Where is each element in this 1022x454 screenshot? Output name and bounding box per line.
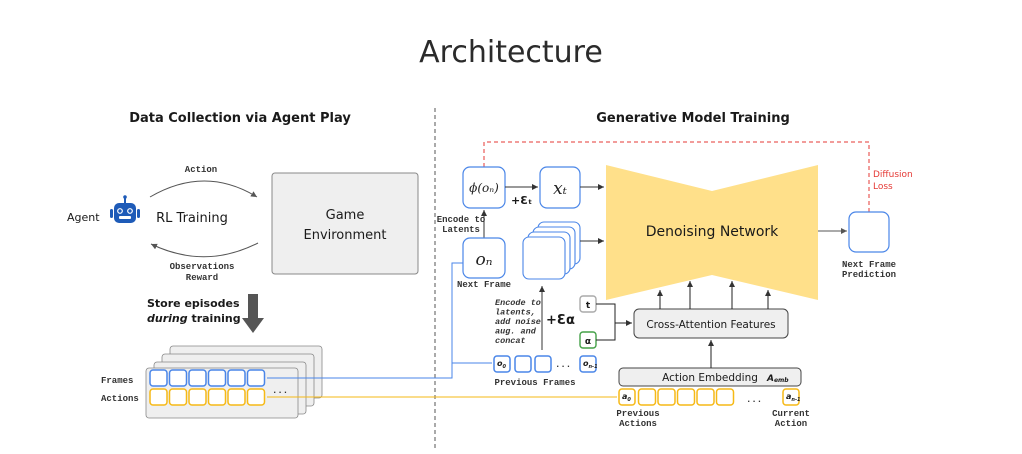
prev-frame-first-label: o0 — [497, 359, 507, 370]
action-last — [782, 388, 800, 406]
left-ellipsis: ... — [272, 386, 288, 396]
noise-t-label: +Ɛₜ — [511, 194, 532, 207]
action-arrow — [149, 180, 258, 198]
token-bracket — [596, 303, 616, 341]
agent-label: Agent — [67, 211, 100, 224]
prev-frames-ellipsis: ... — [555, 360, 571, 370]
stacked-latent-frames — [522, 221, 581, 280]
prev-frame-first — [493, 355, 511, 373]
cross-attention-label: Cross-Attention Features — [646, 319, 775, 331]
observations-label: Observations — [170, 262, 235, 272]
action-first — [618, 388, 636, 406]
left-section-heading: Data Collection via Agent Play — [129, 111, 351, 126]
action-cell — [188, 388, 207, 406]
frame-cell — [188, 369, 207, 387]
current-action-line2: Action — [775, 419, 807, 429]
action-cell — [149, 388, 168, 406]
frame-cell — [246, 369, 266, 387]
alpha-token-label: α — [585, 337, 591, 347]
action-label: Action — [185, 165, 217, 175]
prev-frame-last-label: on-1 — [583, 359, 598, 370]
prediction-line1: Next Frame — [842, 260, 896, 270]
aemb-sub: emb — [774, 377, 789, 384]
action-cell — [696, 388, 715, 406]
environment-line2: Environment — [303, 228, 386, 243]
prediction-line2: Prediction — [842, 270, 896, 280]
action-first-label: a0 — [622, 392, 631, 403]
encode-line2: Latents — [442, 225, 480, 235]
action-cell — [168, 388, 188, 406]
next-frame-label: Next Frame — [457, 280, 511, 290]
action-embedding-box — [618, 367, 802, 387]
aemb-a: A — [766, 374, 774, 384]
encode-noise-line: aug. and — [495, 327, 537, 337]
frame-cell — [149, 369, 168, 387]
on-label: oₙ — [475, 250, 492, 270]
store-line2: during training — [147, 312, 241, 325]
left-action-cells — [149, 388, 266, 406]
environment-line1: Game — [326, 208, 365, 223]
store-arrow-icon — [242, 294, 264, 333]
action-embedding-symbol: Aemb — [766, 374, 789, 384]
diffusion-line2: Loss — [873, 182, 893, 192]
t-token-label: t — [586, 301, 591, 311]
game-environment-box — [271, 172, 419, 275]
action-cell — [657, 388, 676, 406]
next-frame-prediction-box — [848, 211, 890, 253]
prev-frame-cell — [514, 355, 532, 373]
observation-arrow — [150, 242, 259, 258]
diffusion-line1: Diffusion — [873, 170, 913, 180]
rl-training-label: RL Training — [156, 211, 228, 226]
action-cell — [227, 388, 246, 406]
frames-label: Frames — [101, 376, 133, 386]
xt-label: xₜ — [553, 179, 568, 199]
actions-label: Actions — [101, 394, 139, 404]
encode-noise-line: latents, — [495, 308, 536, 318]
action-cell — [676, 388, 696, 406]
encode-noise-line: concat — [495, 336, 526, 346]
robot-icon — [110, 195, 140, 223]
action-last-label: an-1 — [786, 392, 801, 403]
encode-noise-line: add noise — [495, 317, 541, 327]
action-embedding-label: Action Embedding — [662, 372, 758, 384]
page-title: Architecture — [419, 35, 603, 70]
store-during: during — [147, 312, 188, 325]
frame-cell — [227, 369, 246, 387]
encode-noise-line: Encode to — [495, 298, 541, 308]
frame-cell — [168, 369, 188, 387]
action-cell — [246, 388, 266, 406]
previous-action-cells: a0 an-1 — [618, 388, 801, 406]
encode-line1: Encode to — [437, 215, 486, 225]
frame-cell — [207, 369, 227, 387]
store-line1: Store episodes — [147, 297, 240, 310]
previous-frame-cells: o0 on-1 — [493, 355, 598, 373]
previous-actions-line1: Previous — [616, 409, 659, 419]
denoising-network — [606, 165, 818, 300]
previous-actions-line2: Actions — [619, 419, 657, 429]
phi-label: ϕ(oₙ) — [469, 181, 499, 195]
action-cell — [715, 388, 735, 406]
actions-ellipsis: ... — [746, 395, 762, 405]
action-cell — [207, 388, 227, 406]
store-training: training — [188, 312, 241, 325]
cross-attention-box — [633, 308, 789, 339]
diffusion-loss-line — [483, 141, 870, 212]
denoising-label: Denoising Network — [646, 224, 779, 240]
prev-frame-cell — [534, 355, 552, 373]
reward-label: Reward — [186, 273, 218, 283]
left-frame-cells — [149, 369, 266, 387]
previous-frames-label: Previous Frames — [494, 378, 575, 388]
action-cell — [637, 388, 657, 406]
prev-frame-last — [579, 355, 597, 373]
frames-to-next-frame-line — [267, 262, 463, 379]
current-action-line1: Current — [772, 409, 810, 419]
right-section-heading: Generative Model Training — [596, 111, 790, 126]
noise-alpha-label: +Ɛα — [546, 313, 575, 328]
next-frame-box — [462, 237, 506, 279]
